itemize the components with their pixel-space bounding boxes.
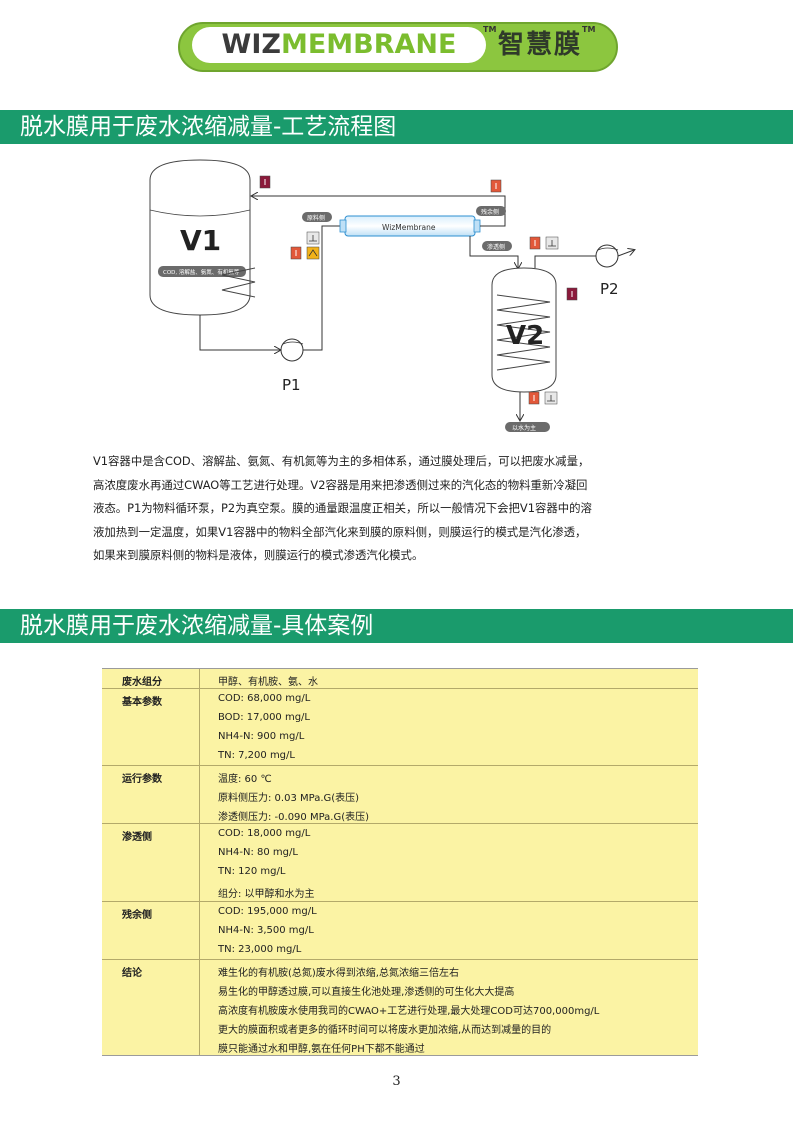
row-value: 原料侧压力: 0.03 MPa.G(表压) bbox=[218, 793, 360, 804]
row-label: 渗透侧 bbox=[122, 832, 152, 843]
v2-label: V2 bbox=[506, 321, 544, 351]
row-value: TN: 7,200 mg/L bbox=[218, 750, 295, 761]
section-bar-process: 脱水膜用于废水浓缩减量-工艺流程图 bbox=[0, 110, 793, 144]
permeate-line bbox=[469, 236, 518, 268]
row-value: NH4-N: 3,500 mg/L bbox=[218, 925, 314, 936]
v1-coil bbox=[221, 267, 256, 298]
feed-side-badge bbox=[302, 212, 332, 222]
row-value: 难生化的有机胺(总氮)废水得到浓缩,总氮浓缩三倍左右 bbox=[218, 968, 459, 979]
table-row: 运行参数 温度: 60 ℃ 原料侧压力: 0.03 MPa.G(表压) 渗透侧压… bbox=[102, 766, 698, 824]
row-value: NH4-N: 900 mg/L bbox=[218, 731, 305, 742]
row-value: 组分: 以甲醇和水为主 bbox=[218, 889, 315, 900]
row-label: 残余侧 bbox=[122, 910, 152, 921]
logo-chinese: 智慧膜 bbox=[498, 30, 583, 60]
v1-content: COD, 溶解盐、氨氮、有机氨等 bbox=[163, 268, 240, 276]
row-value: 渗透侧压力: -0.090 MPa.G(表压) bbox=[218, 812, 370, 823]
p1-to-membrane-line bbox=[303, 225, 340, 351]
row-label: 基本参数 bbox=[122, 697, 162, 708]
process-diagram: V1 COD, 溶解盐、氨氮、有机氨等 P1 原料侧 WizMembrane 残… bbox=[149, 159, 793, 432]
row-value: NH4-N: 80 mg/L bbox=[218, 847, 298, 858]
feed-side-label: 原料侧 bbox=[307, 214, 325, 222]
row-value: 易生化的甲醇透过膜,可以直接生化池处理,渗透侧的可生化大大提高 bbox=[218, 987, 515, 998]
p1-label: P1 bbox=[282, 376, 301, 394]
logo: WIZMEMBRANE TM 智慧膜 TM bbox=[178, 22, 618, 72]
outlet-badge bbox=[505, 422, 550, 432]
permeate-side-label: 渗透侧 bbox=[487, 243, 505, 251]
v1-liquid-line bbox=[149, 209, 251, 217]
retentate-side-badge bbox=[476, 206, 506, 216]
table-row: 基本参数 COD: 68,000 mg/L BOD: 17,000 mg/L N… bbox=[102, 689, 698, 766]
row-value: 甲醇、有机胺、氨、水 bbox=[218, 677, 318, 688]
section-title-process: 脱水膜用于废水浓缩减量-工艺流程图 bbox=[20, 114, 397, 140]
logo-membrane: MEMBRANE bbox=[280, 29, 457, 60]
row-label: 废水组分 bbox=[122, 677, 162, 688]
row-value: COD: 195,000 mg/L bbox=[218, 906, 317, 917]
outlet-label: 以水为主 bbox=[512, 424, 536, 432]
case-table: 废水组分 甲醇、有机胺、氨、水 基本参数 COD: 68,000 mg/L BO… bbox=[102, 668, 698, 1056]
row-value: COD: 18,000 mg/L bbox=[218, 828, 311, 839]
v2-coil bbox=[496, 294, 551, 371]
section-bar-case: 脱水膜用于废水浓缩减量-具体案例 bbox=[0, 609, 793, 643]
row-value: 高浓度有机胺废水使用我司的CWAO+工艺进行处理,最大处理COD可达700,00… bbox=[218, 1006, 600, 1017]
row-label: 结论 bbox=[122, 968, 142, 979]
membrane-label: WizMembrane bbox=[382, 223, 436, 232]
logo-tm-2: TM bbox=[582, 25, 596, 34]
page-number: 3 bbox=[392, 1074, 401, 1089]
v1-to-p1-line bbox=[199, 315, 280, 350]
paragraph-line: 如果来到膜原料侧的物料是液体，则膜运行的模式渗透汽化模式。 bbox=[93, 548, 424, 562]
logo-tm-1: TM bbox=[483, 25, 497, 34]
row-value: 温度: 60 ℃ bbox=[218, 774, 272, 785]
row-value: COD: 68,000 mg/L bbox=[218, 693, 311, 704]
permeate-side-badge bbox=[482, 241, 512, 251]
logo-wiz: WIZ bbox=[221, 29, 281, 60]
table-row: 结论 难生化的有机胺(总氮)废水得到浓缩,总氮浓缩三倍左右 易生化的甲醇透过膜,… bbox=[102, 960, 698, 1055]
paragraph-line: 液加热到一定温度，如果V1容器中的物料全部汽化来到膜的原料侧，则膜运行的模式是汽… bbox=[93, 524, 587, 539]
row-value: TN: 23,000 mg/L bbox=[218, 944, 302, 955]
paragraph-line: V1容器中是含COD、溶解盐、氨氮、有机氮等为主的多相体系，通过膜处理后，可以把… bbox=[93, 454, 590, 468]
section-title-case: 脱水膜用于废水浓缩减量-具体案例 bbox=[20, 613, 374, 639]
p2-label: P2 bbox=[600, 280, 619, 298]
row-label: 运行参数 bbox=[122, 774, 162, 785]
row-value: TN: 120 mg/L bbox=[218, 866, 286, 877]
v1-label: V1 bbox=[180, 224, 221, 257]
paragraph-line: 液态。P1为物料循环泵，P2为真空泵。膜的通量跟温度正相关，所以一般情况下会把V… bbox=[93, 501, 592, 515]
logo-inner bbox=[192, 27, 486, 63]
table-row: 废水组分 甲醇、有机胺、氨、水 bbox=[102, 669, 698, 689]
description-paragraph: V1容器中是含COD、溶解盐、氨氮、有机氮等为主的多相体系，通过膜处理后，可以把… bbox=[93, 450, 653, 568]
feed-flow-indicator bbox=[306, 246, 320, 260]
row-value: 膜只能通过水和甲醇,氨在任何PH下都不能通过 bbox=[218, 1044, 425, 1055]
table-row: 渗透侧 COD: 18,000 mg/L NH4-N: 80 mg/L TN: … bbox=[102, 824, 698, 902]
row-value: BOD: 17,000 mg/L bbox=[218, 712, 311, 723]
v2-to-p2-line bbox=[534, 255, 596, 268]
retentate-side-label: 残余侧 bbox=[481, 208, 499, 216]
logo-text: WIZMEMBRANE bbox=[192, 27, 486, 63]
paragraph-line: 高浓度废水再通过CWAO等工艺进行处理。V2容器是用来把渗透侧过来的汽化态的物料… bbox=[93, 477, 588, 492]
row-value: 更大的膜面积或者更多的循环时间可以将废水更加浓缩,从而达到减量的目的 bbox=[218, 1025, 552, 1036]
table-row: 残余侧 COD: 195,000 mg/L NH4-N: 3,500 mg/L … bbox=[102, 902, 698, 960]
p2-exhaust-line bbox=[617, 250, 634, 257]
